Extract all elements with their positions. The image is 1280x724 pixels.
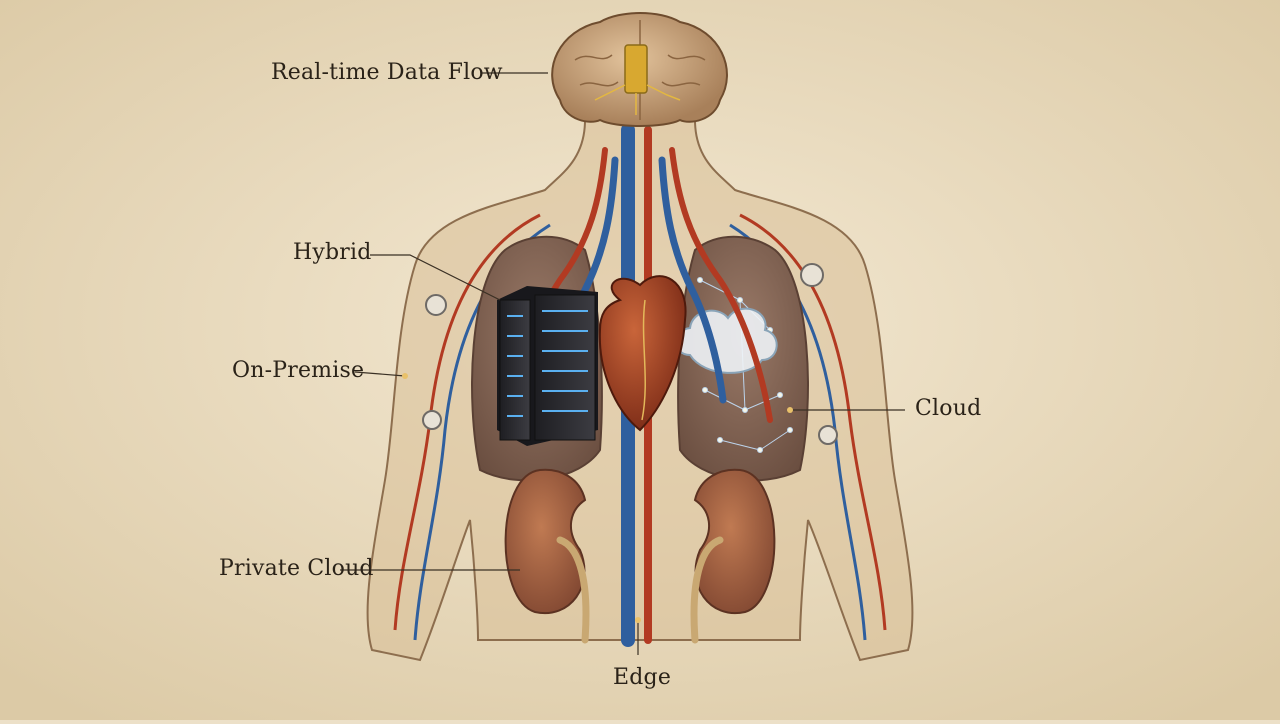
server-rack-icon — [497, 286, 598, 446]
ureters — [556, 536, 724, 644]
chip-circuits — [594, 84, 681, 115]
heart-vein — [641, 299, 646, 421]
brain-chip-icon — [624, 44, 648, 94]
right-kidney — [693, 468, 776, 615]
heart — [598, 275, 687, 432]
label-edge: Edge — [613, 665, 672, 690]
left-kidney — [504, 468, 587, 615]
callout-leaders — [340, 72, 905, 655]
label-private-cloud: Private Cloud — [219, 556, 374, 581]
label-on-premise: On-Premise — [232, 358, 365, 383]
label-realtime-data-flow: Real-time Data Flow — [271, 60, 503, 85]
callout-dots — [402, 373, 793, 623]
cloud-icon — [675, 307, 778, 374]
label-hybrid: Hybrid — [293, 240, 372, 265]
limb-ports — [422, 263, 838, 445]
label-cloud: Cloud — [915, 396, 982, 421]
